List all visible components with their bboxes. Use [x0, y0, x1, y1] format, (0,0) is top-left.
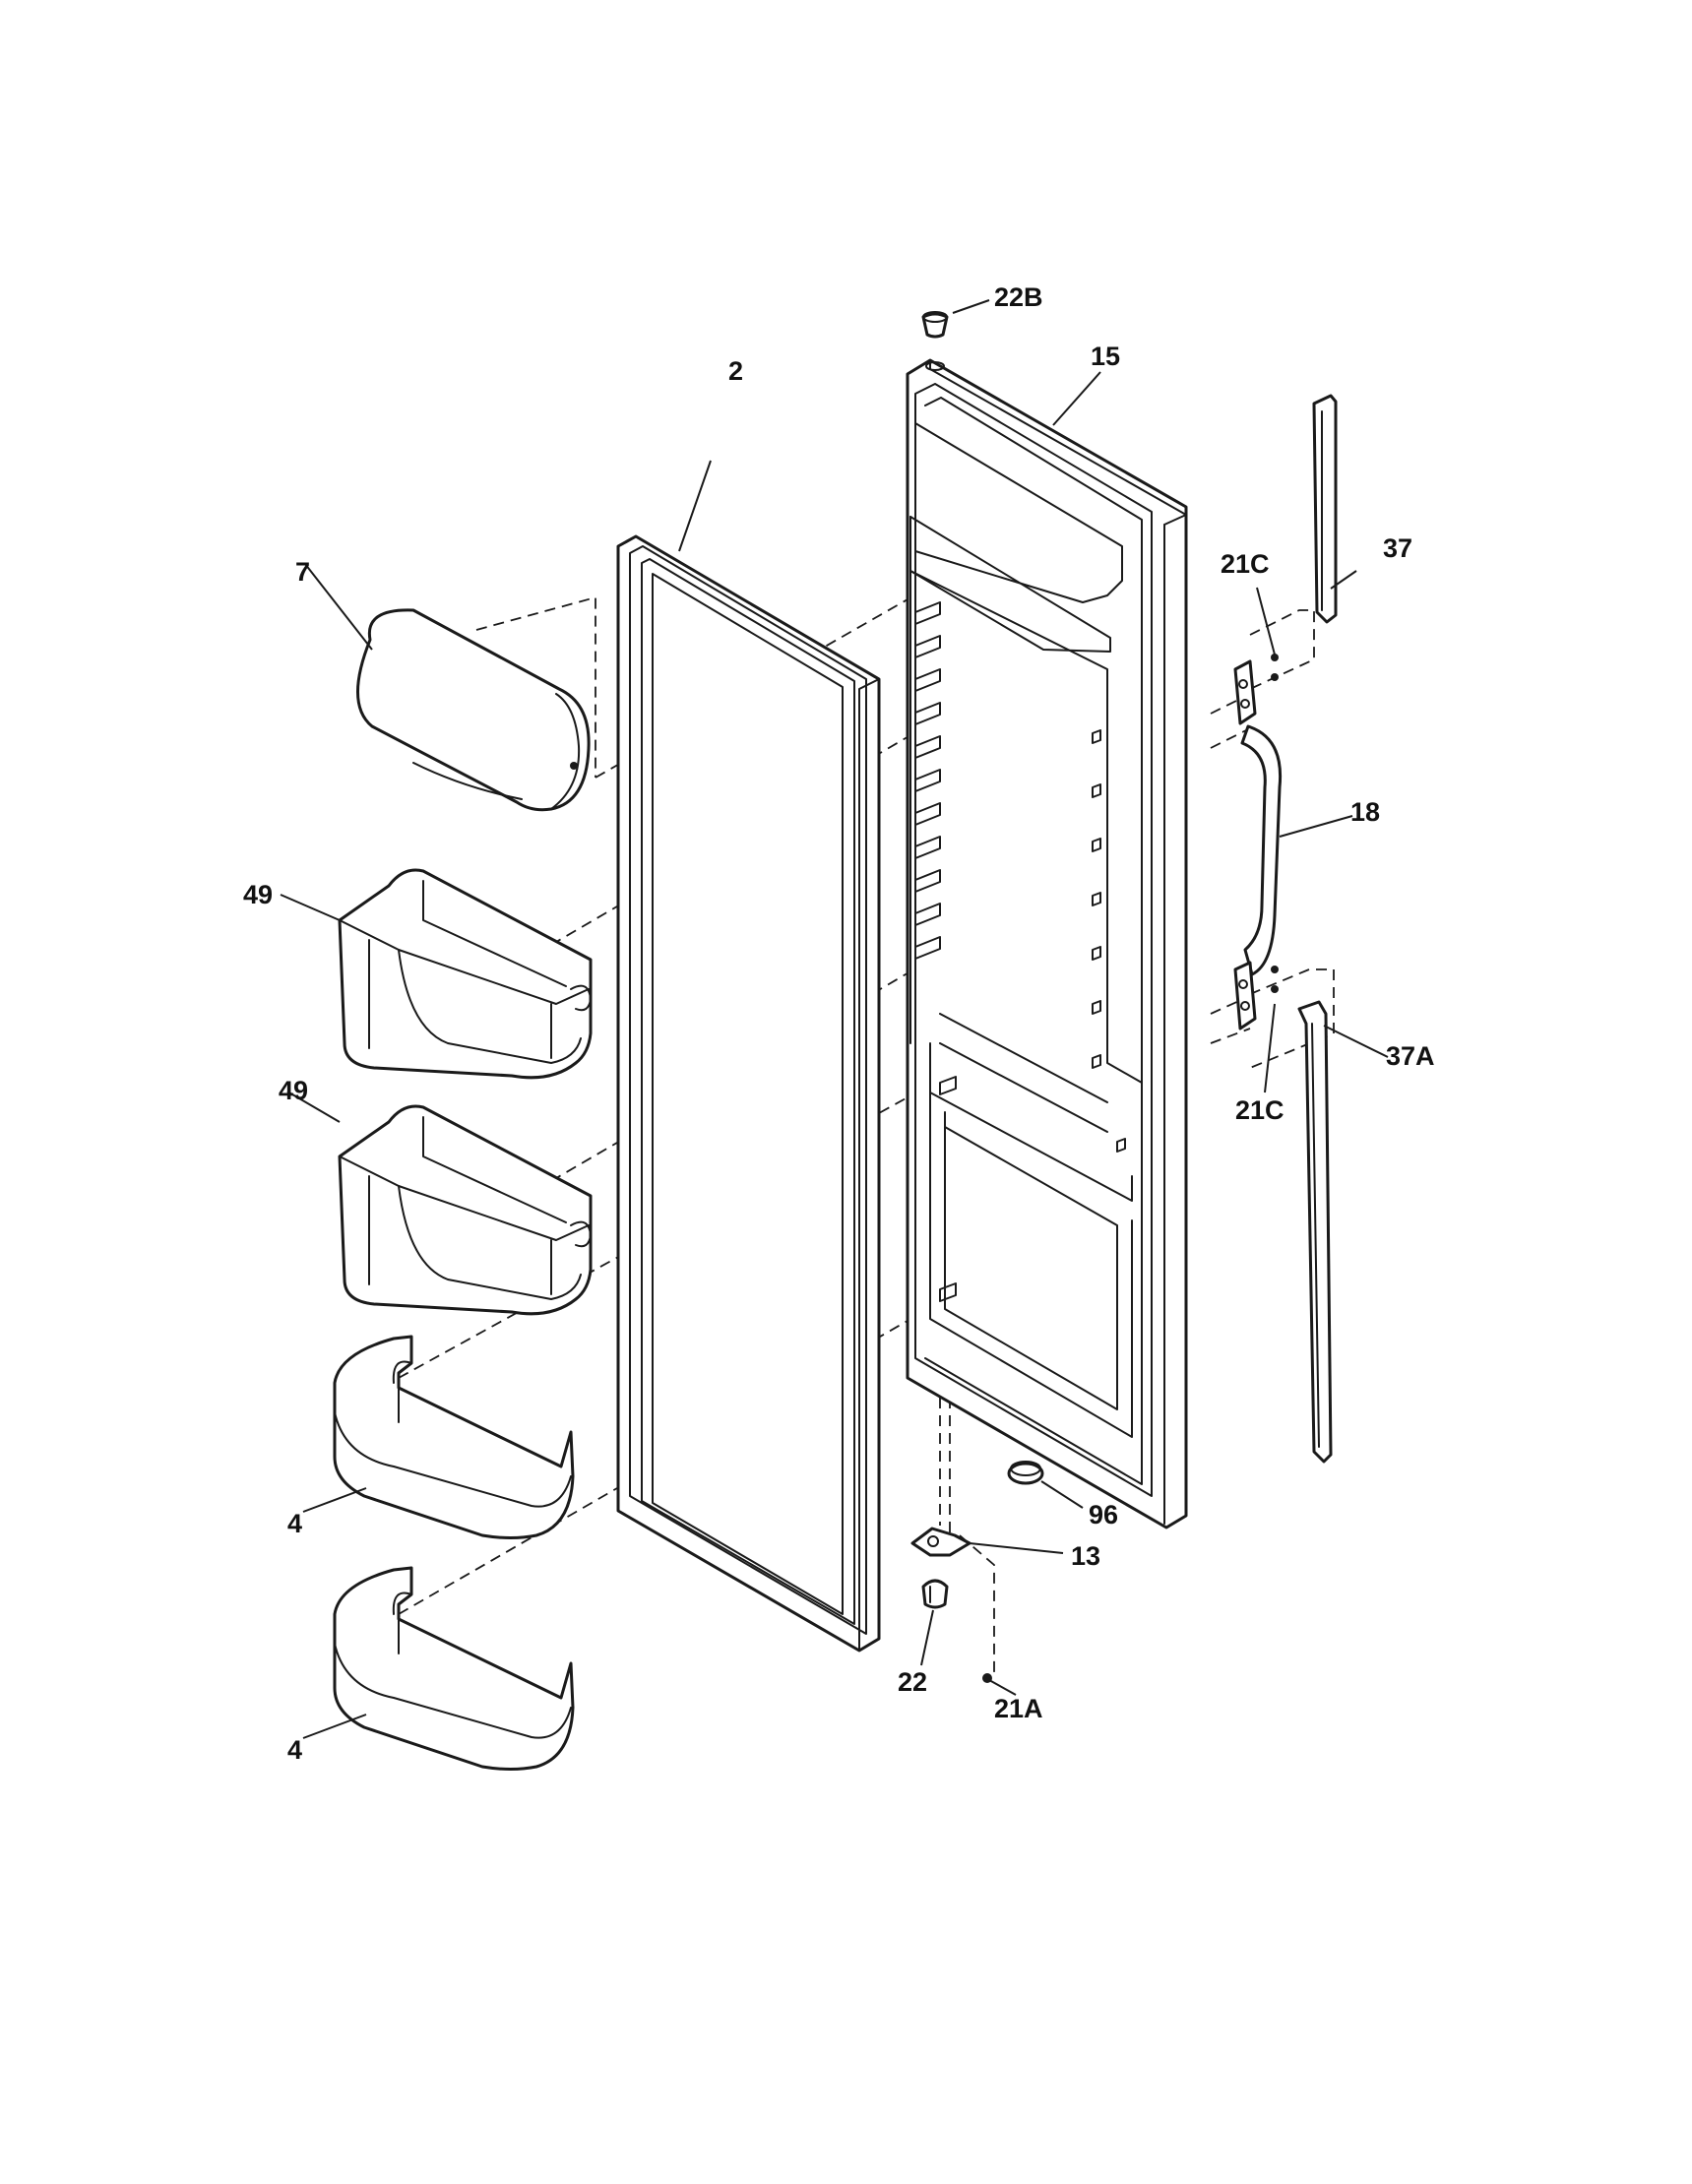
- callout-labels: 22B 15 2 7 37 21C 18 49 49 21C 37A 96 13…: [243, 282, 1435, 1765]
- dairy-compartment-cover: [356, 608, 591, 812]
- callout-49-bottom: 49: [279, 1076, 308, 1105]
- door-bin-4-top: [333, 1335, 575, 1539]
- hinge-bushing-22B: [921, 311, 949, 339]
- callout-13: 13: [1071, 1541, 1100, 1571]
- door-outer-panel: [906, 358, 1188, 1529]
- callout-2: 2: [728, 356, 743, 386]
- leader-lines: [280, 299, 1389, 1739]
- callout-22: 22: [898, 1667, 927, 1697]
- bottom-hinge-13: [910, 1527, 971, 1557]
- callout-96: 96: [1089, 1500, 1118, 1529]
- callout-21A: 21A: [994, 1694, 1043, 1723]
- callout-37A: 37A: [1386, 1041, 1435, 1071]
- plug-96: [1007, 1461, 1044, 1485]
- callout-22B: 22B: [994, 282, 1043, 312]
- bushing-22: [921, 1579, 949, 1609]
- trim-37: [1312, 394, 1338, 624]
- door-bin-49-top: [338, 868, 593, 1080]
- door-bin-49-bottom: [338, 1104, 593, 1316]
- callout-21C-bottom: 21C: [1235, 1095, 1285, 1125]
- door-handle-18: [1233, 659, 1283, 1030]
- callout-49-top: 49: [243, 880, 273, 909]
- callout-4-top: 4: [287, 1509, 302, 1538]
- callout-15: 15: [1091, 342, 1120, 371]
- shelf-pegs: [914, 601, 1126, 1302]
- callout-7: 7: [295, 557, 310, 587]
- callout-21C-top: 21C: [1221, 549, 1270, 579]
- door-gasket: [616, 534, 881, 1653]
- callout-18: 18: [1350, 797, 1380, 827]
- door-bin-4-bottom: [333, 1566, 575, 1771]
- screws-21C: [1271, 654, 1279, 993]
- callout-4-bottom: 4: [287, 1735, 302, 1765]
- callout-37: 37: [1383, 533, 1412, 563]
- trim-37A: [1297, 1000, 1333, 1464]
